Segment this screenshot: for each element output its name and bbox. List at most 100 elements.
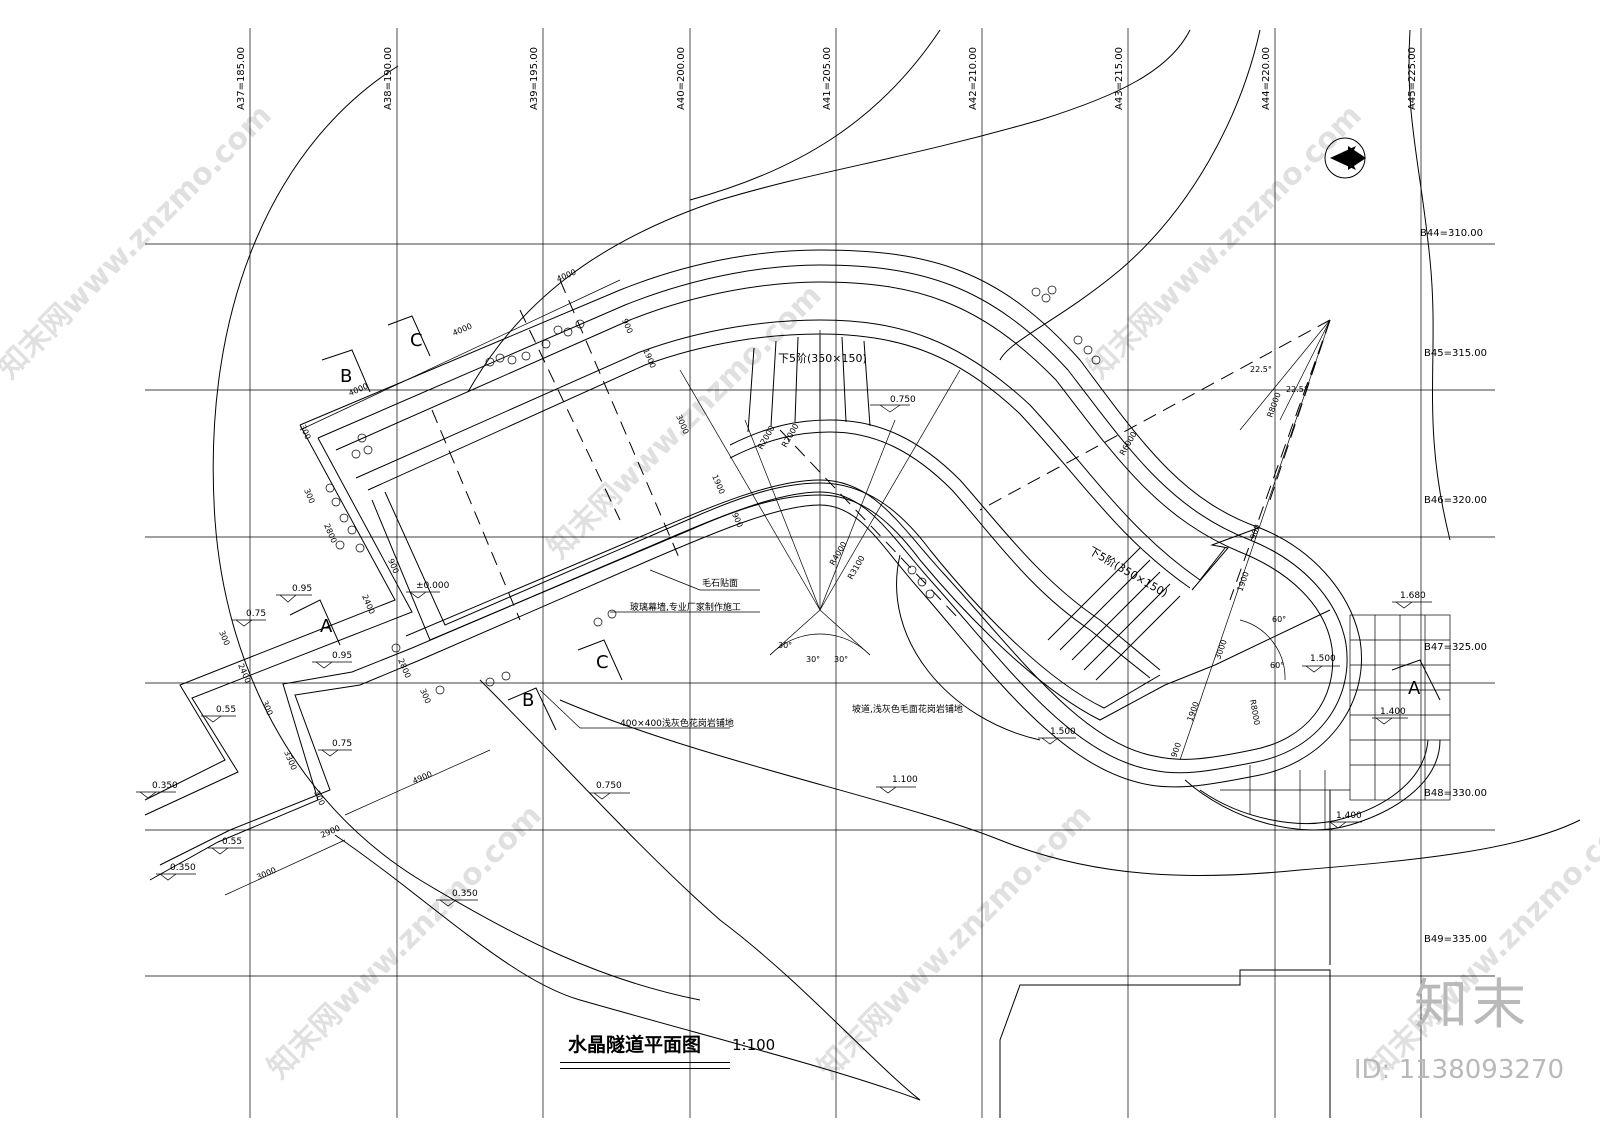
angle-labels: 30° 30° 30° 22.5° 22.5° 60° 60° <box>778 365 1308 670</box>
dimension-label: 300 <box>298 423 312 441</box>
elevation-label: 1.500 <box>1310 654 1336 664</box>
stair-tread <box>1059 559 1151 651</box>
grid-row-label: B47=325.00 <box>1424 642 1487 653</box>
pebble <box>917 577 927 587</box>
dimension-label: R2000 <box>756 424 777 451</box>
stair-tread <box>770 340 777 427</box>
entrance-walls <box>144 279 621 896</box>
grid-col-label: A43=215.00 <box>1114 47 1125 110</box>
pebble <box>907 565 917 575</box>
terrain-line <box>896 554 1041 741</box>
angle-label: 22.5° <box>1286 385 1308 394</box>
dimension-label: 300 <box>418 687 432 705</box>
dimension-label: 4000 <box>555 268 577 284</box>
grid-row-label: B48=330.00 <box>1424 788 1487 799</box>
pebble <box>355 543 365 553</box>
dimension-label: 3000 <box>255 866 277 882</box>
terrain-line <box>999 969 1331 1118</box>
dimension-label: 300 <box>260 699 274 717</box>
radial-lines <box>679 319 1331 761</box>
grid-column-labels: A37=185.00 A38=190.00 A39=195.00 A40=200… <box>236 47 1418 110</box>
elevation-label: 0.350 <box>152 781 178 791</box>
radial-line <box>744 419 821 611</box>
dimension-label: 1900 <box>1235 570 1250 592</box>
pebble <box>1031 287 1041 297</box>
elevation-label: 1.500 <box>1050 727 1076 737</box>
elevation-marker <box>1392 601 1432 609</box>
watermark: 知末网www.znzmo.com <box>1081 98 1369 386</box>
paving-label: 400×400浅灰色花岗岩铺地 <box>620 717 734 729</box>
elevation-marker <box>406 591 440 599</box>
dimension-label: 1900 <box>710 473 726 495</box>
elevation-marker <box>436 899 478 907</box>
pebble <box>435 685 445 695</box>
stair-tread <box>1083 583 1171 671</box>
pebble-clusters <box>325 285 1101 695</box>
elevation-label: 0.75 <box>332 739 352 749</box>
stair-tread <box>1047 547 1141 641</box>
stair-tread <box>863 340 871 427</box>
angle-label: 30° <box>834 655 848 664</box>
elevation-label: 0.95 <box>332 651 352 661</box>
grid-col-label: A37=185.00 <box>236 47 247 110</box>
section-label: B <box>522 690 534 711</box>
tunnel-end-wall <box>1214 609 1331 666</box>
dimension-label: 2400 <box>360 593 376 615</box>
terrain-line <box>1408 29 1451 541</box>
pebble <box>351 449 361 459</box>
dimension-line <box>224 839 346 896</box>
angle-label: 22.5° <box>1250 365 1272 374</box>
pebble <box>1041 293 1051 303</box>
stair-tread <box>747 347 755 433</box>
section-label: A <box>1408 678 1421 699</box>
section-marker <box>321 349 371 393</box>
elevation-marker <box>876 786 916 794</box>
dimension-label: R8000 <box>1248 699 1261 726</box>
elevation-label: 0.750 <box>890 395 916 405</box>
drawing-scale: 1:100 <box>732 1036 776 1054</box>
leader-line <box>649 569 701 591</box>
drawing-title-text: 水晶隧道平面图 <box>568 1034 702 1056</box>
entrance-wall <box>144 437 413 816</box>
terrain-line <box>479 679 921 1101</box>
entrance-wall <box>144 424 396 801</box>
section-label: C <box>596 652 609 673</box>
elevation-label: 0.55 <box>222 837 242 847</box>
dimension-label: 2800 <box>322 522 338 544</box>
terrain-line <box>999 29 1261 361</box>
dimension-label: 900 <box>1248 523 1262 540</box>
watermark: 知末网www.znzmo.com <box>261 798 549 1086</box>
elevation-marker <box>201 715 236 723</box>
grid-col-label: A44=220.00 <box>1261 47 1272 110</box>
pebble <box>507 355 517 365</box>
angle-label: 60° <box>1270 661 1284 670</box>
elevation-marker <box>156 873 196 881</box>
elevation-marker <box>232 619 266 627</box>
construction-line <box>519 309 621 521</box>
elevation-marker <box>870 404 910 413</box>
angle-label: 30° <box>806 655 820 664</box>
angle-label: 30° <box>778 641 792 650</box>
stair-tread <box>1095 595 1181 681</box>
paving-grid <box>1220 614 1451 830</box>
elevation-label: 1.680 <box>1400 591 1426 601</box>
radial-line <box>1179 319 1331 761</box>
tunnel-wall-line <box>317 264 1348 774</box>
radial-line <box>819 419 896 611</box>
entrance-wall <box>149 647 413 881</box>
pebble <box>563 327 573 337</box>
pebble <box>541 339 551 349</box>
elevation-label: 0.750 <box>596 781 622 791</box>
tunnel-wall-inner <box>371 494 1166 721</box>
construction-line <box>559 279 681 561</box>
elevation-label: 0.350 <box>170 863 196 873</box>
watermark-layer: 知末网www.znzmo.com 知末网www.znzmo.com 知末网www… <box>0 98 1600 1086</box>
radial-line <box>819 609 871 656</box>
tunnel-end-wall <box>1191 527 1259 591</box>
section-label: A <box>320 616 333 637</box>
elevation-marker <box>1372 717 1408 725</box>
tunnel-end-wall <box>1164 664 1216 686</box>
tunnel-wall-line <box>367 333 1191 589</box>
annotations: 下5阶(350×150) 下5阶(350×150) 毛石贴面 玻璃幕墙,专业厂家… <box>539 351 1170 729</box>
dimension-label: 3300 <box>282 749 298 771</box>
